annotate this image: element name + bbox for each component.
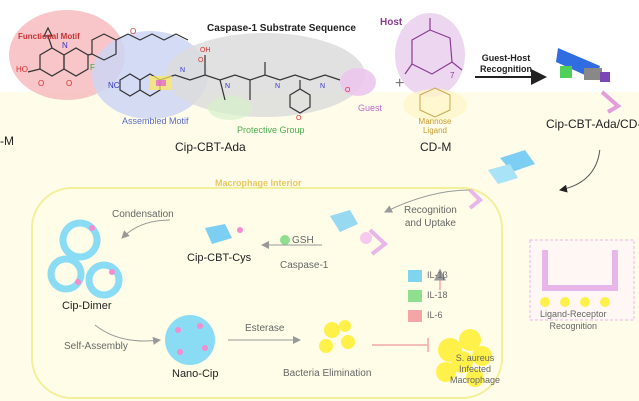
cell-panel: Macrophage Interior (31, 150, 635, 399)
mannose-ligand-label: Mannose Ligand (418, 117, 452, 135)
host-blob (395, 13, 465, 97)
assembled-motif-label: Assembled Motif (122, 116, 189, 126)
host-n7: 7 (450, 71, 455, 80)
esterase-label: Esterase (245, 323, 285, 334)
caspase-1-label: Caspase-1 (280, 260, 329, 271)
molecule-panel: HO O O F N O NC OH O N N N N O O 7 + (9, 10, 622, 122)
ligand-receptor-inset (529, 239, 635, 321)
curved-arrow-top (559, 150, 601, 193)
complex-label: Cip-CBT-Ada/CD- (546, 117, 639, 131)
bacteria-elimination-label: Bacteria Elimination (283, 368, 372, 379)
mannose-structure (419, 87, 451, 118)
left-partial-label: -M (0, 134, 14, 148)
svg-text:N: N (320, 83, 325, 90)
cytokine-label-il18: IL-18 (427, 290, 448, 300)
protective-group-label: Protective Group (237, 125, 305, 135)
svg-text:OH: OH (200, 47, 211, 54)
cbt-chain (119, 33, 341, 114)
curved-arrow-uptake (384, 189, 471, 213)
protective-group-blob (208, 96, 252, 120)
cip-dimer-label: Cip-Dimer (62, 300, 112, 312)
svg-text:O: O (38, 79, 44, 88)
cip-dimer-rings (47, 219, 123, 299)
host-label: Host (380, 17, 403, 28)
uptake-cluster (330, 210, 389, 256)
guest-label: Guest (358, 103, 383, 113)
svg-text:+: + (395, 75, 404, 92)
svg-text:NC: NC (108, 81, 120, 90)
infected-macrophage-cluster (436, 329, 492, 387)
cip-structure (27, 26, 129, 77)
nano-cip-label: Nano-Cip (172, 368, 219, 380)
guest-blob (340, 68, 376, 96)
svg-text:N: N (62, 41, 68, 50)
cytokine-label-il1b: IL-1β (427, 270, 448, 280)
functional-motif-label: Functional Motif (18, 32, 80, 41)
complex-icon (556, 48, 622, 114)
svg-text:O: O (66, 79, 72, 88)
svg-text:O: O (345, 87, 351, 94)
cyclodextrin-structure (404, 18, 463, 75)
saureus-label: S. aureus Infected Macrophage (450, 353, 501, 385)
recognition-uptake-label: Recognition and Uptake (404, 205, 457, 229)
cytokine-label-il6: IL-6 (427, 310, 443, 320)
svg-text:O: O (296, 115, 302, 122)
cip-cbt-cys-label: Cip-CBT-Cys (187, 252, 252, 264)
svg-text:N: N (225, 83, 230, 90)
svg-text:N: N (180, 67, 185, 74)
guest-host-recognition-label: Guest-Host Recognition (480, 53, 532, 74)
nano-cip-particle (165, 315, 215, 365)
cd-m-label: CD-M (420, 140, 452, 154)
bacteria-cluster (319, 320, 355, 353)
caspase-substrate-header: Caspase-1 Substrate Sequence (207, 23, 356, 34)
svg-text:O: O (130, 27, 136, 36)
mannose-blob (403, 89, 467, 121)
incoming-complex-icon (468, 150, 535, 210)
condensation-label: Condensation (112, 209, 174, 220)
svg-text:HO: HO (16, 65, 28, 74)
svg-text:F: F (90, 63, 95, 72)
self-assembly-label: Self-Assembly (64, 341, 128, 352)
gsh-label: GSH (292, 235, 314, 246)
macrophage-header: Macrophage Interior (215, 178, 302, 188)
svg-text:O: O (198, 57, 204, 64)
cip-cbt-cys-icon (205, 224, 243, 244)
assembled-motif-blob (92, 31, 208, 119)
cip-cbt-ada-label: Cip-CBT-Ada (175, 140, 246, 154)
svg-text:N: N (275, 83, 280, 90)
ligand-receptor-label: Ligand-Receptor Recognition (540, 309, 607, 331)
